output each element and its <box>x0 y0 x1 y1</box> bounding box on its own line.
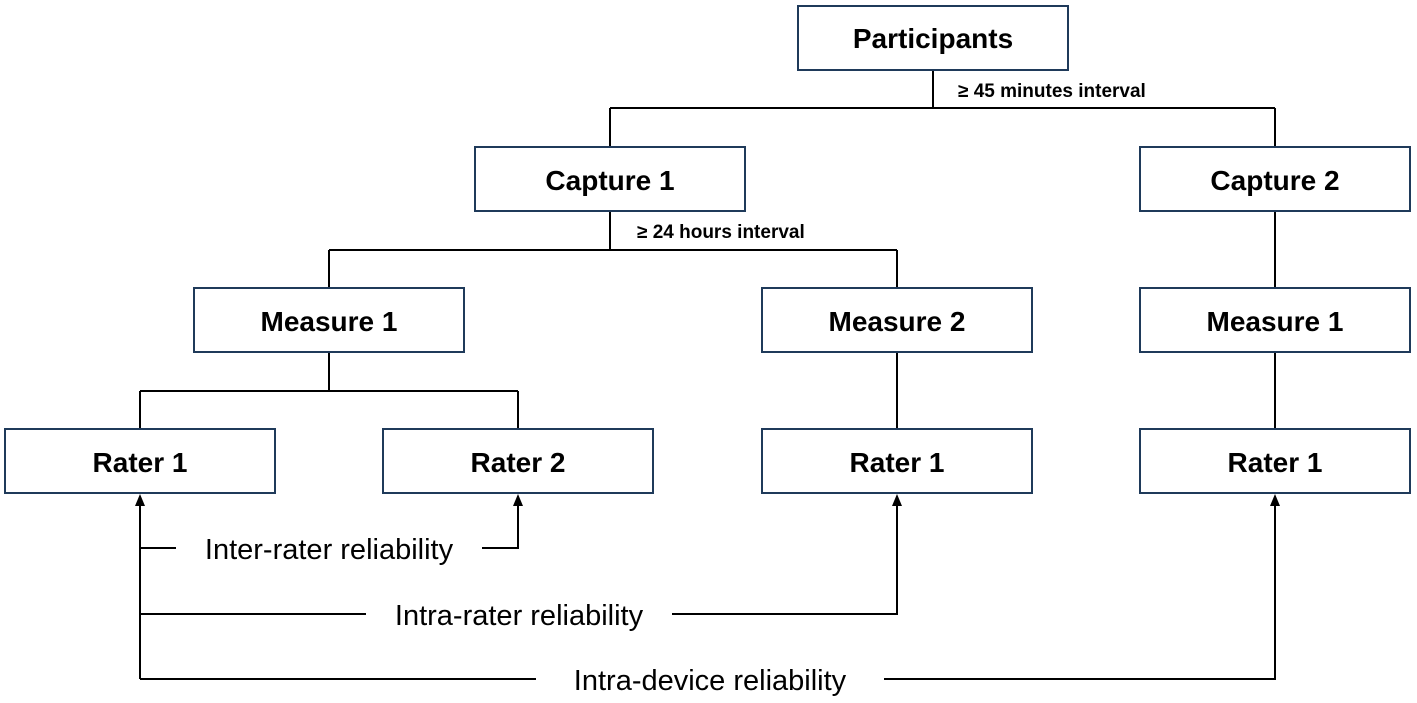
participants-label: Participants <box>853 23 1013 54</box>
connector-participants-to-captures <box>609 70 1276 147</box>
c1m1-rater-2-label: Rater 2 <box>471 447 566 478</box>
capture-2-label: Capture 2 <box>1210 165 1339 196</box>
capture2-rater1-arrowhead <box>1270 494 1280 506</box>
capture1-measure-1-label: Measure 1 <box>261 306 398 337</box>
node-participants: Participants <box>797 5 1069 71</box>
capture-1-label: Capture 1 <box>545 165 674 196</box>
node-c1m1-rater-1: Rater 1 <box>4 428 276 494</box>
tree-connectors <box>139 70 1276 429</box>
inter-rater-line <box>140 505 519 549</box>
rater1-arrowhead <box>135 494 145 506</box>
inter-rater-reliability-label: Inter-rater reliability <box>205 534 454 566</box>
intra-device-line <box>140 505 1276 680</box>
rater2-arrowhead <box>513 494 523 506</box>
capture1-measure-2-label: Measure 2 <box>829 306 966 337</box>
measure2-rater1-arrowhead <box>892 494 902 506</box>
capture-interval-label: ≥ 45 minutes interval <box>958 81 1146 102</box>
node-capture1-measure-2: Measure 2 <box>761 287 1033 353</box>
node-capture2-measure-1: Measure 1 <box>1139 287 1411 353</box>
node-c1m2-rater-1: Rater 1 <box>761 428 1033 494</box>
reliability-lines <box>135 494 1280 680</box>
measure-interval-label: ≥ 24 hours interval <box>637 222 805 243</box>
intra-rater-line <box>140 505 898 615</box>
node-capture1-measure-1: Measure 1 <box>193 287 465 353</box>
connector-measure1-to-raters <box>139 352 519 429</box>
node-capture-1: Capture 1 <box>474 146 746 212</box>
node-c2m1-rater-1: Rater 1 <box>1139 428 1411 494</box>
c1m2-rater-1-label: Rater 1 <box>850 447 945 478</box>
node-capture-2: Capture 2 <box>1139 146 1411 212</box>
c1m1-rater-1-label: Rater 1 <box>93 447 188 478</box>
c2m1-rater-1-label: Rater 1 <box>1228 447 1323 478</box>
intra-rater-reliability-label: Intra-rater reliability <box>395 600 644 632</box>
connector-capture1-to-measures <box>328 211 898 288</box>
node-c1m1-rater-2: Rater 2 <box>382 428 654 494</box>
intra-device-reliability-label: Intra-device reliability <box>574 665 847 697</box>
capture2-measure-1-label: Measure 1 <box>1207 306 1344 337</box>
